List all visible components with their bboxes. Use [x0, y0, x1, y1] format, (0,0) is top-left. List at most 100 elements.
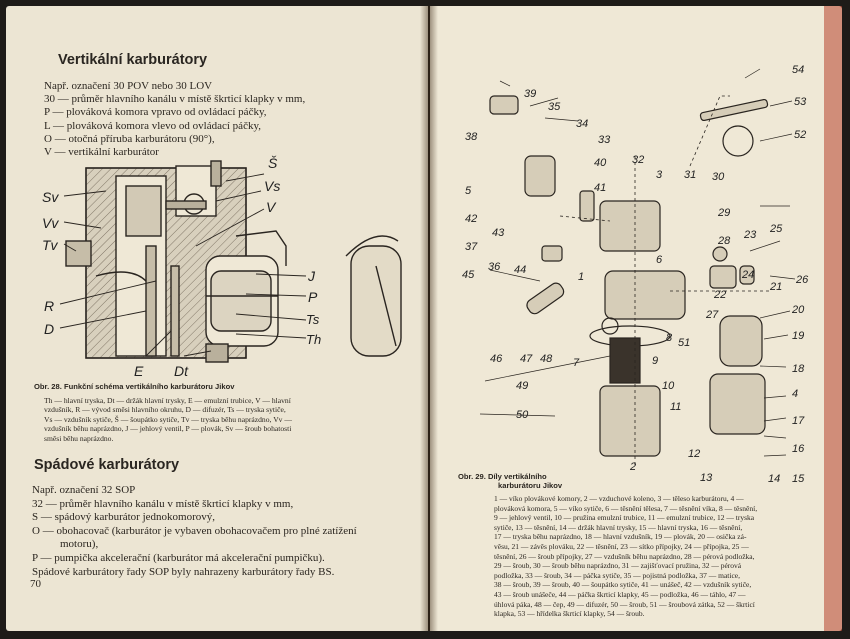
- label-r: R: [44, 298, 54, 314]
- figure-28-caption-title: Obr. 28. Funkční schéma vertikálního kar…: [34, 382, 235, 391]
- section2-line: 32 — průměr hlavního kanálu v místě škrt…: [32, 497, 294, 510]
- part-number: 36: [488, 261, 501, 273]
- part-number: 6: [656, 254, 663, 266]
- part-number: 24: [741, 269, 754, 281]
- part-number: 35: [548, 101, 561, 113]
- part-number: 52: [794, 129, 806, 141]
- caption-line: 1 — víko plovákové komory, 2 — vzduchové…: [494, 494, 744, 503]
- part-number: 21: [769, 281, 782, 293]
- part-number: 50: [516, 409, 529, 421]
- caption-line: směsi běhu naprázdno.: [44, 433, 114, 443]
- part-number: 23: [743, 229, 757, 241]
- figure-29-caption: 1 — víko plovákové komory, 2 — vzduchové…: [494, 494, 757, 619]
- label-th: Th: [306, 332, 321, 347]
- carburetor-schematic: Sv Vv Tv R D E Dt Š Vs V J P Ts Th: [42, 155, 402, 379]
- part-number: 49: [516, 380, 528, 392]
- part-number: 4: [792, 388, 798, 400]
- part-number: 33: [598, 134, 611, 146]
- intro-line: L — plováková komora vlevo od ovládací p…: [44, 119, 261, 132]
- section2-line: Spádové karburátory řady SOP byly nahraz…: [32, 565, 335, 578]
- part-number: 8: [666, 332, 673, 344]
- label-vv: Vv: [42, 215, 59, 231]
- label-vs: Vs: [264, 178, 280, 194]
- part-number: 37: [465, 241, 478, 253]
- intro-line: P — plováková komora vpravo od ovládací …: [44, 106, 267, 119]
- part-number: 26: [795, 274, 809, 286]
- left-page: Vertikální karburátory Např. označení 30…: [6, 6, 428, 631]
- part-number: 53: [794, 96, 807, 108]
- part-number: 34: [576, 118, 588, 130]
- part-number: 43: [492, 227, 505, 239]
- part-number: 46: [490, 353, 503, 365]
- label-j: J: [307, 268, 316, 284]
- label-s: Š: [268, 155, 278, 171]
- caption-line: klapka, 53 — hřídelka škrticí klapky, 54…: [494, 609, 645, 619]
- part-number: 29: [717, 207, 730, 219]
- label-v: V: [266, 199, 277, 215]
- caption-line: 17 — tryska běhu naprázdno, 18 — hlavní …: [494, 532, 747, 542]
- exploded-parts-drawing: 1 2 3 4 5 6 7 8 9 10 11 12 13 14 15 16 1…: [462, 64, 809, 485]
- intro-line: Např. označení 30 POV nebo 30 LOV: [44, 80, 213, 92]
- part-number: 11: [670, 401, 681, 413]
- part-number: 38: [465, 131, 478, 143]
- caption-title-line: karburátoru Jikov: [498, 481, 563, 490]
- part-number: 25: [769, 223, 783, 235]
- part-number: 3: [656, 169, 663, 181]
- caption-line: 9 — jehlový ventil, 10 — pružina emulzní…: [494, 513, 755, 523]
- caption-line: vzdušník, R — vývod směsi hlavního okruh…: [44, 405, 286, 415]
- figure-28-caption: Th — hlavní tryska, Dt — držák hlavní tr…: [44, 396, 292, 443]
- page-edge: [824, 6, 842, 631]
- part-number: 12: [688, 448, 700, 460]
- label-p: P: [308, 289, 318, 305]
- caption-line: podložka, 33 — šroub, 34 — páčka sytiče,…: [494, 570, 740, 580]
- part-number: 45: [462, 269, 475, 281]
- book-gutter: [420, 6, 438, 631]
- part-number: 48: [540, 353, 553, 365]
- label-tv: Tv: [42, 237, 59, 253]
- part-number: 20: [791, 304, 805, 316]
- part-number: 2: [629, 461, 636, 473]
- part-number: 31: [684, 169, 696, 181]
- label-e: E: [134, 363, 144, 379]
- intro-line: 30 — průměr hlavního kanálu v místě škrt…: [44, 93, 306, 106]
- section2-line: P — pumpička akcelerační (karburátor má …: [32, 551, 325, 564]
- page-number: 70: [30, 578, 41, 590]
- section2-line: Např. označení 32 SOP: [32, 484, 136, 496]
- part-number: 44: [514, 264, 526, 276]
- part-number: 42: [465, 213, 477, 225]
- caption-line: Vs — vzdušník sytiče, Š — šoupátko sytič…: [44, 414, 292, 424]
- part-number: 17: [792, 415, 805, 427]
- part-number: 30: [712, 171, 725, 183]
- caption-line: 29 — šroub, 30 — šroub běhu naprázdno, 3…: [494, 561, 742, 571]
- part-number: 19: [792, 330, 804, 342]
- part-number: 18: [792, 363, 805, 375]
- caption-line: úhlová páka, 48 — čep, 49 — difuzér, 50 …: [494, 599, 755, 609]
- caption-line: 38 — šroub, 39 — šroub, 40 — šoupátko sy…: [494, 580, 752, 590]
- part-number: 54: [792, 64, 804, 76]
- part-number: 28: [717, 235, 731, 247]
- label-sv: Sv: [42, 189, 59, 205]
- section2-line: O — obohacovač (karburátor je vybaven ob…: [32, 524, 357, 537]
- section2-line: S — spádový karburátor jednokomorový,: [32, 511, 215, 524]
- caption-line: vzdušník běhu naprázdno, J — jehlový ven…: [44, 424, 292, 434]
- part-number: 40: [594, 157, 607, 169]
- part-number: 15: [792, 473, 805, 485]
- part-number: 14: [768, 473, 780, 485]
- part-number: 27: [705, 309, 719, 321]
- intro-line: O — otočná příruba karburátoru (90°),: [44, 132, 215, 145]
- part-number: 5: [465, 185, 472, 197]
- heading-downdraft: Spádové karburátory: [34, 457, 180, 473]
- figure-29-caption-title: Obr. 29. Díly vertikálního karburátoru J…: [458, 472, 562, 490]
- caption-line: plováková komora, 5 — víko sytiče, 6 — t…: [494, 503, 758, 513]
- caption-line: věsu, 21 — závěs plováku, 22 — těsnění, …: [494, 541, 749, 551]
- part-number: 41: [594, 182, 606, 194]
- right-page: 1 2 3 4 5 6 7 8 9 10 11 12 13 14 15 16 1…: [430, 6, 842, 631]
- part-number: 10: [662, 380, 675, 392]
- caption-title-line: Obr. 29. Díly vertikálního: [458, 472, 547, 481]
- part-number: 51: [678, 337, 690, 349]
- intro-line: V — vertikální karburátor: [44, 146, 159, 159]
- caption-line: těsnění, 26 — šroub přípojky, 27 — vzduš…: [494, 551, 755, 561]
- part-number: 13: [700, 472, 713, 484]
- intro-block: Např. označení 30 POV nebo 30 LOV 30 — p…: [44, 80, 305, 159]
- part-number: 22: [713, 289, 726, 301]
